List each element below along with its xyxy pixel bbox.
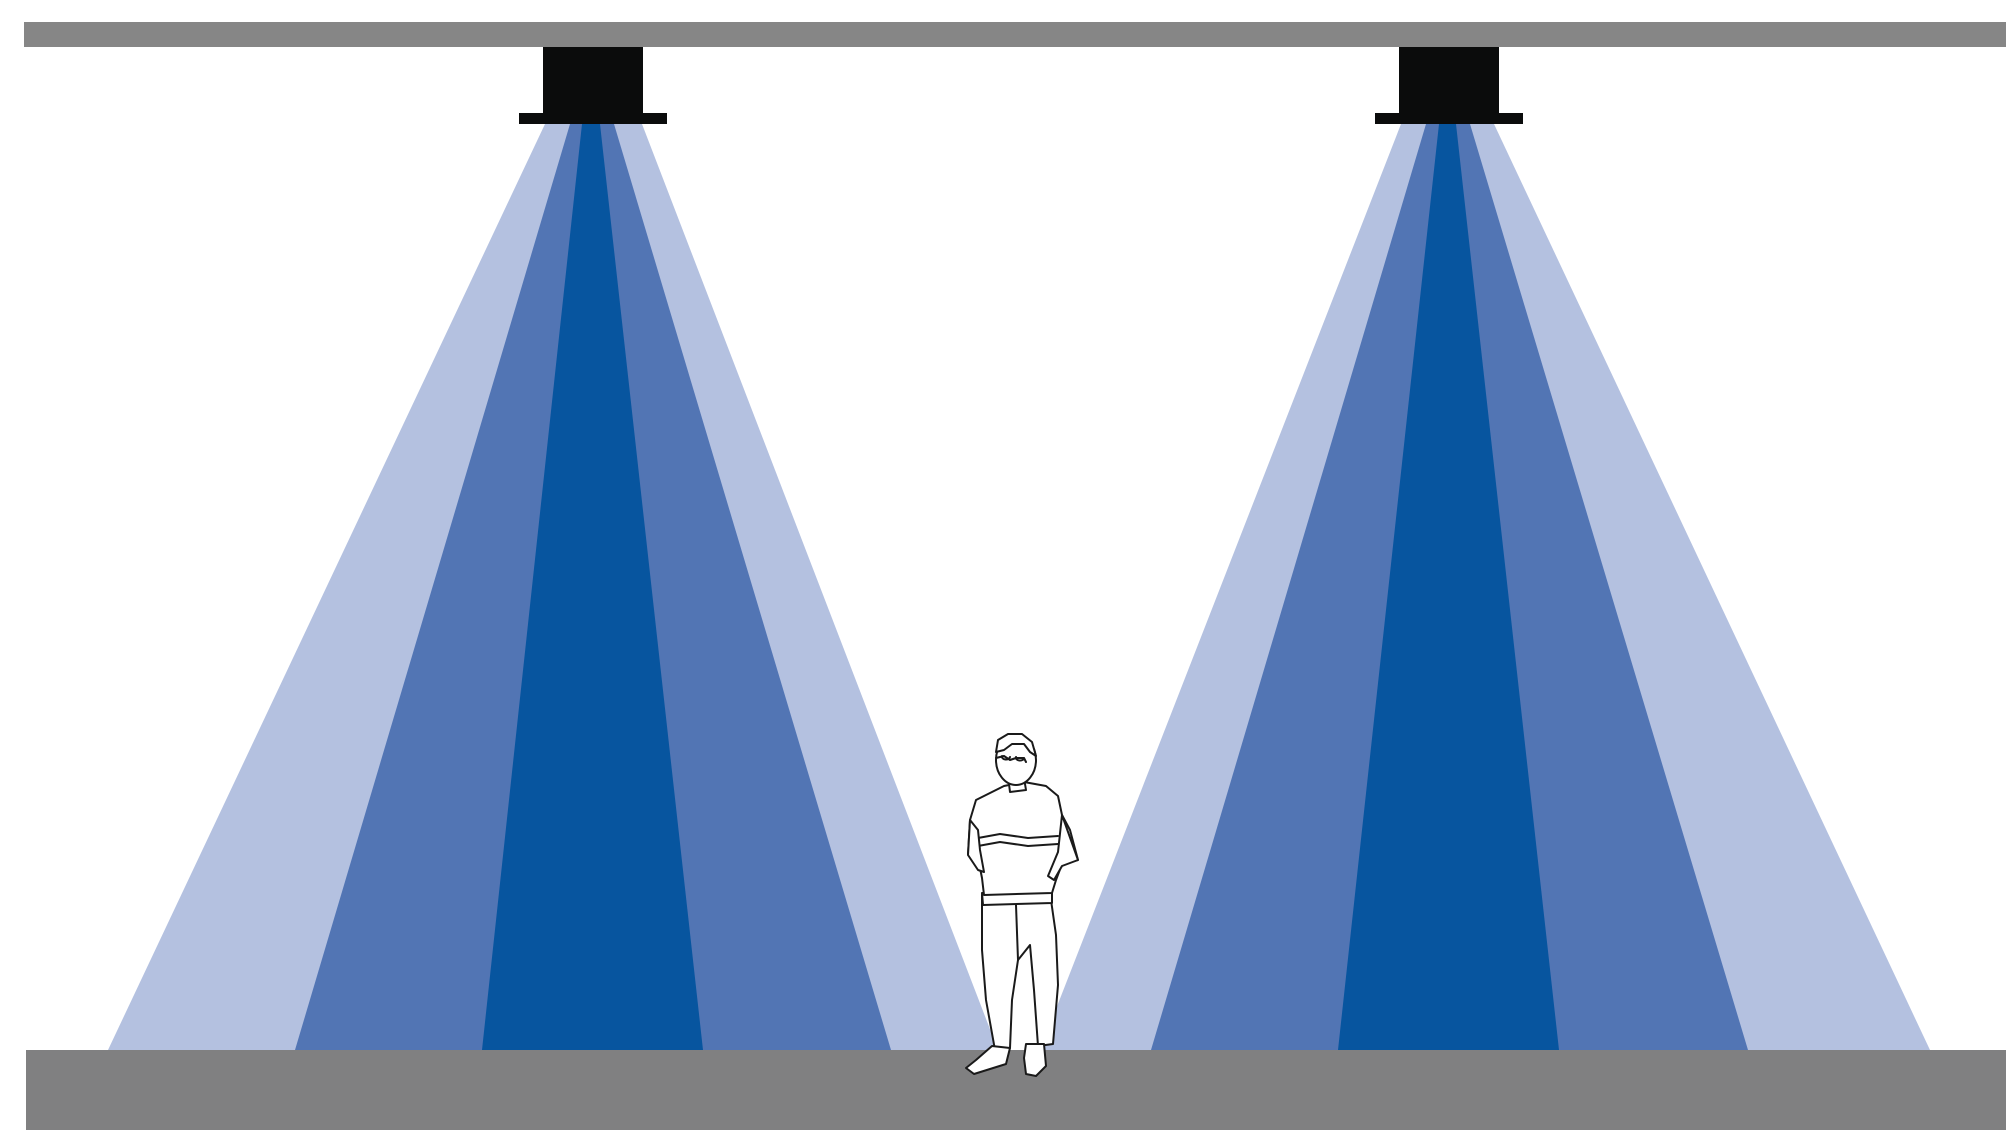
ceiling-bar — [24, 22, 2006, 47]
floor-slab — [26, 1050, 2006, 1130]
light-fixture-left-flange — [519, 113, 667, 124]
light-fixture-right-body — [1399, 47, 1499, 115]
light-fixture-left-body — [543, 47, 643, 115]
light-fixture-right-flange — [1375, 113, 1523, 124]
